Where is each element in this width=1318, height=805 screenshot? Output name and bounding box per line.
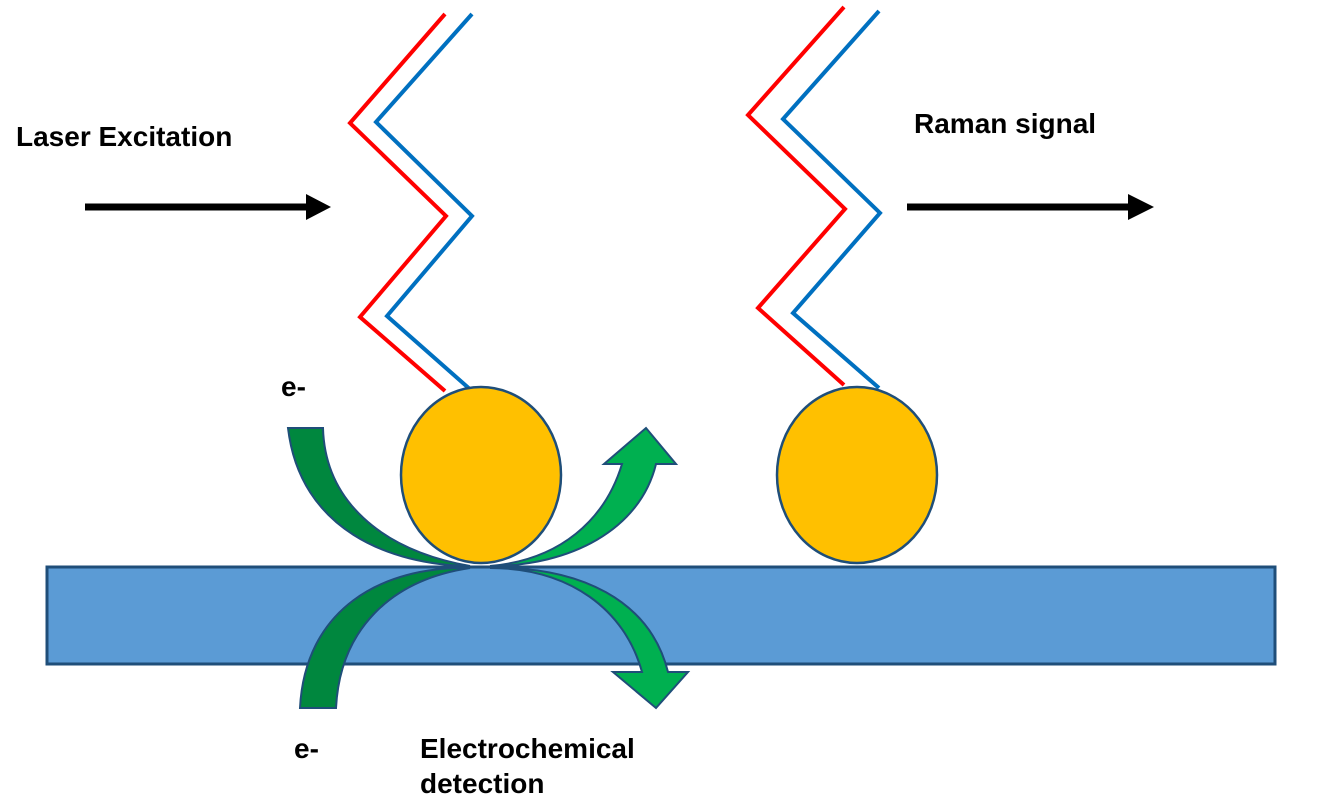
electron-label-top: e- (281, 371, 306, 402)
laser-excitation-label: Laser Excitation (16, 121, 233, 152)
wave-red-2 (745, 5, 848, 387)
raman-arrow (907, 194, 1154, 220)
substrate-electrode (45, 565, 1277, 666)
curved-arrow-top-left (286, 427, 471, 567)
curved-arrow-bottom-left (298, 566, 471, 709)
nanoparticle-2 (775, 385, 939, 565)
wave-blue-1 (373, 12, 475, 393)
electrochemical-label-line2: detection (420, 768, 545, 799)
raman-signal-label: Raman signal (914, 108, 1097, 139)
nanoparticle-1 (399, 385, 563, 565)
wave-red-1 (347, 12, 449, 393)
electrochemical-detection-label: Electrochemical detection (420, 731, 635, 801)
electrochemical-label-line1: Electrochemical (420, 733, 635, 764)
electron-label-bottom: e- (294, 733, 319, 764)
curved-arrow-top-right (489, 426, 679, 567)
laser-arrow (85, 194, 331, 220)
curved-arrow-bottom-right (489, 566, 691, 710)
wave-blue-2 (780, 9, 883, 390)
